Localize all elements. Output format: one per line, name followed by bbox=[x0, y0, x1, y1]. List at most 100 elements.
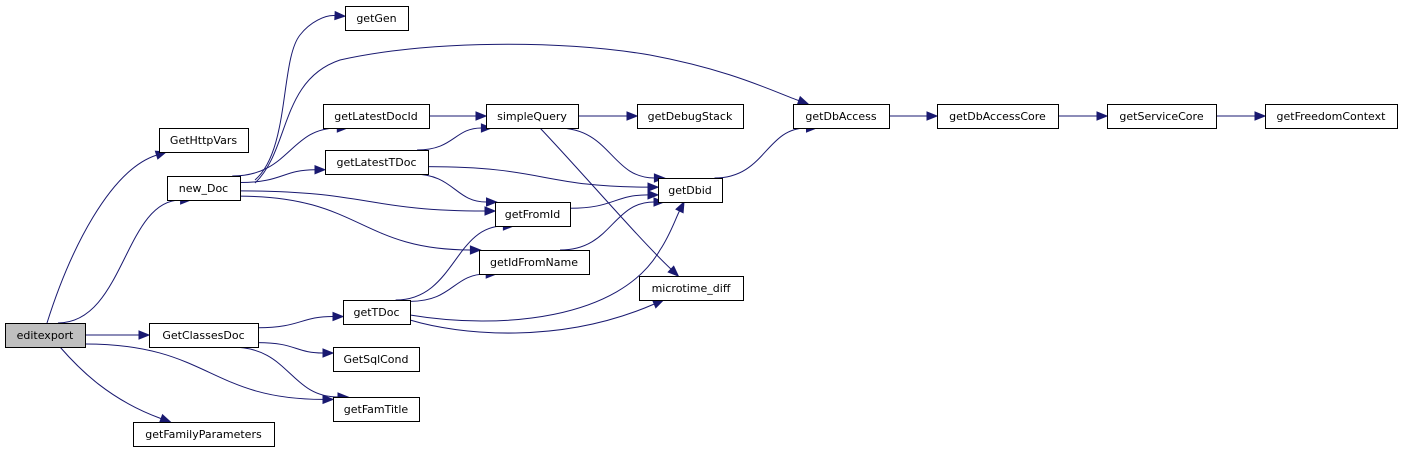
edge-new_Doc-to-getFromId bbox=[239, 190, 497, 216]
edge-GetClassesDoc-to-GetSqlCond bbox=[257, 342, 335, 358]
node-getDbAccess[interactable]: getDbAccess bbox=[793, 104, 890, 129]
node-simpleQuery[interactable]: simpleQuery bbox=[486, 104, 579, 129]
arrowhead-icon bbox=[322, 348, 335, 358]
node-label: getServiceCore bbox=[1119, 110, 1203, 123]
node-label: getDbid bbox=[668, 184, 712, 197]
edge-line bbox=[714, 127, 807, 179]
arrowhead-icon bbox=[484, 206, 497, 216]
node-label: microtime_diff bbox=[652, 282, 731, 295]
node-label: new_Doc bbox=[179, 182, 228, 195]
node-getFreedomContext[interactable]: getFreedomContext bbox=[1265, 104, 1398, 129]
edge-editexport-to-GetClassesDoc bbox=[85, 330, 151, 340]
arrowhead-icon bbox=[675, 200, 685, 214]
node-box bbox=[639, 276, 744, 301]
node-label: getLatestTDoc bbox=[336, 156, 416, 169]
arrowhead-icon bbox=[138, 330, 151, 340]
node-label: getDbAccessCore bbox=[949, 110, 1046, 123]
edge-line bbox=[557, 127, 655, 179]
edge-new_Doc-to-getGen bbox=[254, 10, 347, 181]
node-label: getTDoc bbox=[353, 306, 399, 319]
node-label: editexport bbox=[17, 329, 74, 342]
edge-simpleQuery-to-getDbid bbox=[557, 127, 666, 183]
edge-editexport-to-new_Doc bbox=[57, 195, 192, 324]
edge-simpleQuery-to-microtime_diff bbox=[539, 127, 680, 277]
node-getFamilyParameters[interactable]: getFamilyParameters bbox=[133, 422, 275, 447]
node-GetHttpVars[interactable]: GetHttpVars bbox=[159, 128, 249, 153]
node-box bbox=[658, 178, 723, 203]
node-box bbox=[1107, 104, 1217, 129]
node-label: getGen bbox=[356, 12, 396, 25]
node-box bbox=[159, 128, 249, 153]
node-getDbid[interactable]: getDbid bbox=[658, 178, 723, 203]
node-box bbox=[486, 104, 579, 129]
edge-simpleQuery-to-getDebugStack bbox=[577, 111, 639, 121]
node-box bbox=[1265, 104, 1398, 129]
edge-line bbox=[427, 166, 649, 188]
node-GetSqlCond[interactable]: GetSqlCond bbox=[333, 347, 420, 372]
node-editexport[interactable]: editexport bbox=[5, 323, 86, 348]
node-label: getIdFromName bbox=[490, 256, 578, 269]
node-box bbox=[637, 104, 744, 129]
node-box bbox=[167, 176, 241, 201]
node-box bbox=[149, 323, 259, 348]
node-getIdFromName[interactable]: getIdFromName bbox=[479, 250, 590, 275]
node-label: getFreedomContext bbox=[1277, 110, 1387, 123]
node-box bbox=[345, 6, 409, 31]
arrowhead-icon bbox=[158, 413, 172, 423]
arrowhead-icon bbox=[332, 311, 345, 322]
edge-getFromId-to-getDbid bbox=[569, 190, 660, 209]
edge-GetClassesDoc-to-getFamTitle bbox=[231, 346, 350, 402]
edge-line bbox=[559, 201, 655, 251]
node-getLatestTDoc[interactable]: getLatestTDoc bbox=[325, 150, 429, 175]
edge-line bbox=[239, 195, 471, 251]
node-box bbox=[333, 397, 420, 422]
edge-new_Doc-to-getLatestTDoc bbox=[239, 164, 327, 184]
edge-line bbox=[257, 315, 334, 329]
node-box bbox=[323, 104, 430, 129]
edge-getDbAccessCore-to-getServiceCore bbox=[1058, 111, 1109, 121]
node-new_Doc[interactable]: new_Doc bbox=[167, 176, 241, 201]
edge-line bbox=[395, 225, 504, 301]
edge-line bbox=[57, 199, 181, 324]
node-getServiceCore[interactable]: getServiceCore bbox=[1107, 104, 1217, 129]
node-label: GetSqlCond bbox=[344, 353, 409, 366]
node-getFromId[interactable]: getFromId bbox=[495, 202, 571, 227]
arrowhead-icon bbox=[926, 111, 939, 121]
edge-line bbox=[417, 127, 482, 151]
arrowhead-icon bbox=[475, 111, 488, 121]
node-getFamTitle[interactable]: getFamTitle bbox=[333, 397, 420, 422]
edge-getDbAccess-to-getDbAccessCore bbox=[888, 111, 939, 121]
node-box bbox=[325, 150, 429, 175]
node-getDbAccessCore[interactable]: getDbAccessCore bbox=[937, 104, 1059, 129]
arrowhead-icon bbox=[796, 95, 810, 105]
arrowhead-icon bbox=[647, 190, 660, 200]
node-getGen[interactable]: getGen bbox=[345, 6, 409, 31]
edge-line bbox=[254, 15, 336, 181]
arrowhead-icon bbox=[626, 111, 639, 121]
node-getTDoc[interactable]: getTDoc bbox=[343, 300, 411, 325]
arrowhead-icon bbox=[314, 164, 327, 175]
edge-getLatestDocId-to-simpleQuery bbox=[428, 111, 488, 121]
node-getLatestDocId[interactable]: getLatestDocId bbox=[323, 104, 430, 129]
edge-line bbox=[409, 273, 487, 302]
edge-line bbox=[539, 127, 672, 270]
node-box bbox=[133, 422, 275, 447]
edge-editexport-to-getFamilyParameters bbox=[59, 346, 172, 423]
edge-getLatestTDoc-to-getDbid bbox=[427, 166, 660, 192]
edge-line bbox=[59, 346, 162, 420]
edge-line bbox=[569, 194, 649, 209]
edge-getServiceCore-to-getFreedomContext bbox=[1216, 111, 1267, 121]
node-box bbox=[793, 104, 890, 129]
arrowhead-icon bbox=[1254, 111, 1267, 121]
edge-getDbid-to-getDbAccess bbox=[714, 123, 818, 179]
edge-getTDoc-to-microtime_diff bbox=[409, 299, 665, 334]
edge-new_Doc-to-getIdFromName bbox=[239, 195, 482, 255]
edge-line bbox=[409, 303, 655, 334]
node-getDebugStack[interactable]: getDebugStack bbox=[637, 104, 744, 129]
node-GetClassesDoc[interactable]: GetClassesDoc bbox=[149, 323, 259, 348]
arrowhead-icon bbox=[647, 182, 660, 192]
node-box bbox=[495, 202, 571, 227]
node-microtime_diff[interactable]: microtime_diff bbox=[639, 276, 744, 301]
edge-editexport-to-getFamTitle bbox=[84, 343, 335, 405]
